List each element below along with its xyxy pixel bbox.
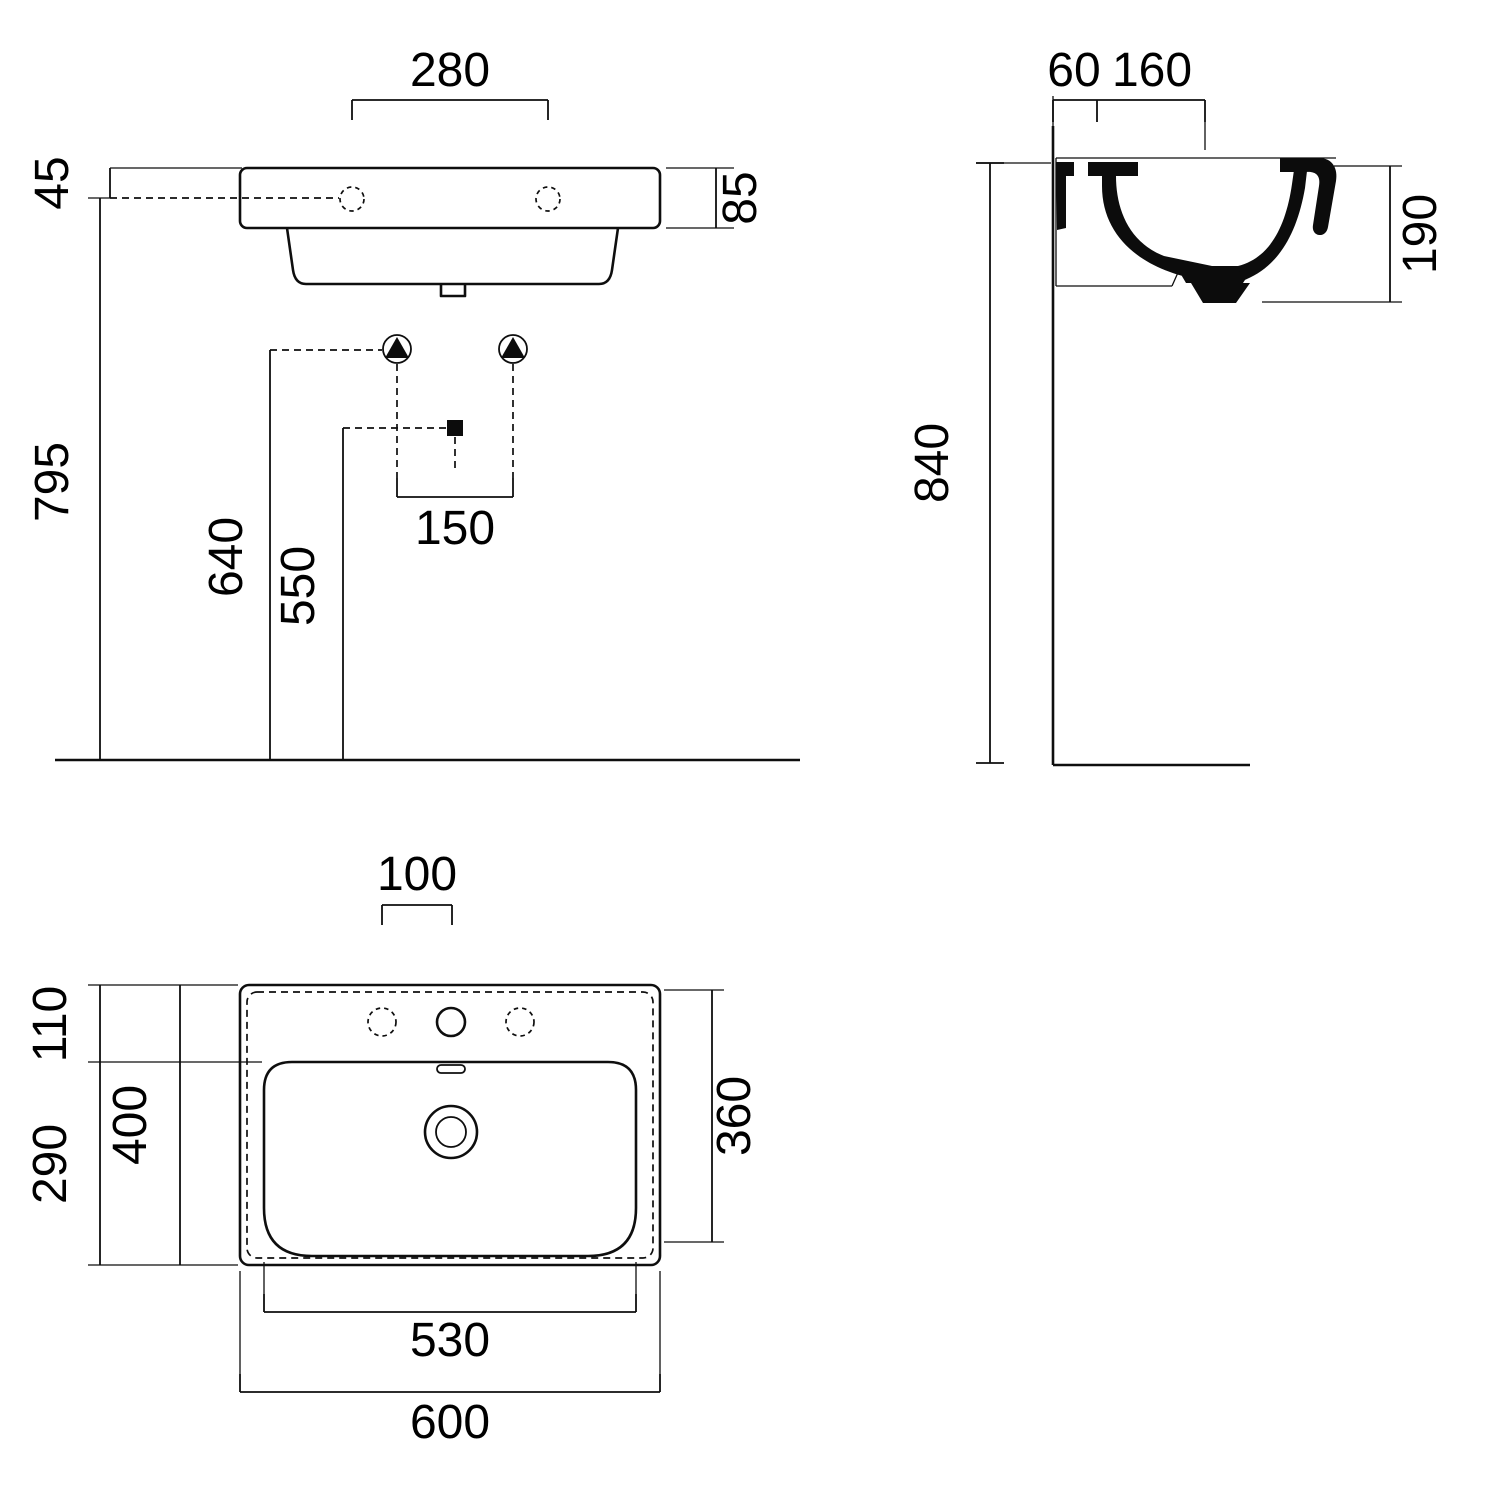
tap-deck-and-rear-bowl-section	[1088, 162, 1212, 281]
tap-hole-center-plan	[435, 1006, 467, 1038]
basin-rim-front	[238, 166, 662, 230]
ext-lines-60-160	[1052, 96, 1206, 150]
waste-outlet-section	[1176, 266, 1254, 303]
dim-640: 640	[200, 350, 271, 760]
front-bowl-wall-section	[1238, 170, 1307, 281]
dim-line-100	[381, 904, 453, 925]
dim-label-190: 190	[1394, 194, 1447, 274]
dim-45: 45	[26, 156, 339, 210]
dim-line-280	[351, 99, 549, 120]
dim-840: 840	[906, 162, 1051, 764]
dim-label-280: 280	[410, 44, 490, 97]
dim-label-360: 360	[708, 1076, 761, 1156]
dim-line-60-160	[1052, 99, 1206, 122]
dim-label-60: 60	[1047, 44, 1100, 97]
basin-bowl-front	[285, 227, 620, 286]
basin-front-outline	[238, 166, 662, 298]
dim-label-640: 640	[200, 517, 253, 597]
ext-lines-600	[239, 1271, 661, 1374]
dim-85: 85	[666, 167, 767, 229]
drain-inner-circle-plan	[435, 1116, 467, 1148]
dim-label-45: 45	[26, 156, 79, 209]
dim-label-795: 795	[26, 442, 79, 522]
dim-label-150: 150	[415, 502, 495, 555]
dim-60-160: 60 160	[1047, 44, 1206, 150]
ext-lines-left	[88, 984, 262, 1266]
front-rim-section	[1280, 158, 1337, 236]
waste-symbol-square-icon	[447, 420, 463, 436]
dim-550: 550	[272, 428, 344, 760]
basin-section-thin-edges	[1055, 157, 1336, 287]
tap-hole-right-plan	[505, 1007, 535, 1037]
supply-and-waste-symbols	[270, 334, 528, 478]
supply-symbol-right-triangle-icon	[501, 337, 525, 358]
dim-line-150	[396, 478, 514, 498]
dim-280: 280	[351, 44, 549, 120]
dim-label-85: 85	[714, 171, 767, 224]
supply-symbol-right-circle	[498, 334, 528, 364]
supply-symbol-left-circle	[382, 334, 412, 364]
connection-centerlines	[270, 349, 514, 478]
drain-outer-circle-plan	[423, 1104, 479, 1160]
dim-150: 150	[396, 478, 514, 555]
dim-line-600	[239, 1374, 661, 1393]
dim-label-290: 290	[24, 1124, 77, 1204]
bowl-plan	[262, 1060, 638, 1258]
dim-label-550: 550	[272, 546, 325, 626]
ext-lines-360	[664, 989, 724, 1243]
dim-600: 600	[239, 1271, 661, 1449]
tap-hole-left-plan	[367, 1007, 397, 1037]
dim-line-530	[263, 1294, 637, 1313]
drain-stub-front	[439, 284, 467, 298]
dim-110-290-400: 110 290 400	[24, 984, 262, 1266]
tap-hole-right-hidden	[535, 186, 561, 212]
ext-lines-530	[263, 1262, 637, 1294]
dim-label-100: 100	[377, 848, 457, 901]
dim-795: 795	[26, 197, 110, 760]
overflow-slot-plan	[436, 1064, 466, 1074]
plan-view: 100 110 290 400 360 530 600	[24, 848, 761, 1449]
tap-hole-left-hidden	[339, 186, 365, 212]
dim-530: 530	[263, 1262, 637, 1367]
basin-outer-plan	[238, 983, 662, 1267]
dim-label-840: 840	[906, 423, 959, 503]
dim-label-110: 110	[24, 986, 77, 1063]
basin-section	[1055, 157, 1337, 303]
basin-hidden-edge-plan	[246, 991, 654, 1259]
dim-190: 190	[1262, 165, 1447, 303]
dim-label-160: 160	[1112, 44, 1192, 97]
front-elevation-view: 280 45 85 795 640	[26, 44, 800, 762]
supply-symbol-left-triangle-icon	[385, 337, 409, 358]
dim-100: 100	[377, 848, 457, 925]
dim-360: 360	[664, 989, 761, 1243]
back-fixing-flange-section	[1056, 162, 1074, 230]
dim-label-530: 530	[410, 1314, 490, 1367]
ext-lines-85	[666, 167, 734, 229]
dim-label-400: 400	[104, 1085, 157, 1165]
side-section-view: 60 160 190 840	[906, 44, 1447, 767]
basin-plan-outline	[238, 983, 662, 1267]
dim-label-600: 600	[410, 1396, 490, 1449]
dim-line-840	[976, 162, 1004, 764]
